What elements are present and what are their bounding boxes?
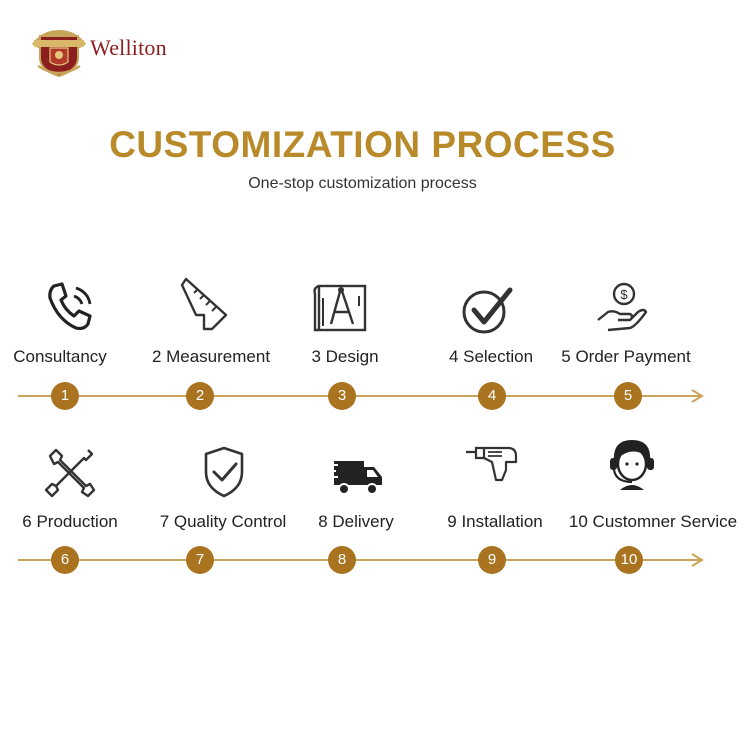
ruler-icon bbox=[176, 275, 236, 335]
step-label-7: 7 Quality Control bbox=[159, 512, 287, 531]
step-number-10: 10 bbox=[615, 546, 643, 574]
step-label-4: 4 Selection bbox=[448, 347, 534, 366]
step-label-9: 9 Installation bbox=[447, 512, 543, 531]
step-number-1: 1 bbox=[51, 382, 79, 410]
step-label-6: 6 Production bbox=[22, 512, 118, 531]
step-number-3: 3 bbox=[328, 382, 356, 410]
blueprint-icon bbox=[311, 278, 371, 338]
step-number-2: 2 bbox=[186, 382, 214, 410]
timeline-arrow-icon bbox=[691, 389, 704, 403]
drill-icon bbox=[462, 440, 522, 500]
timeline-line-1 bbox=[18, 395, 700, 397]
payment-icon: $ bbox=[592, 278, 652, 338]
phone-icon bbox=[40, 276, 100, 336]
step-label-1: Consultancy bbox=[13, 347, 107, 366]
step-label-10: 10 Customner Service bbox=[568, 512, 738, 531]
step-number-6: 6 bbox=[51, 546, 79, 574]
page-title: CUSTOMIZATION PROCESS bbox=[109, 124, 616, 165]
svg-text:$: $ bbox=[620, 287, 628, 302]
step-number-5: 5 bbox=[614, 382, 642, 410]
step-number-8: 8 bbox=[328, 546, 356, 574]
tools-icon bbox=[40, 442, 100, 502]
step-label-2: 2 Measurement bbox=[151, 347, 271, 366]
timeline-arrow-icon bbox=[691, 553, 704, 567]
brand-logo bbox=[28, 22, 188, 78]
brand-name: Welliton bbox=[90, 35, 167, 60]
step-number-9: 9 bbox=[478, 546, 506, 574]
truck-icon bbox=[326, 445, 386, 505]
step-number-7: 7 bbox=[186, 546, 214, 574]
page-subtitle: One-stop customization process bbox=[248, 175, 477, 192]
step-label-3: 3 Design bbox=[311, 347, 379, 366]
crest-icon bbox=[32, 30, 86, 78]
checkmark-icon bbox=[458, 280, 518, 340]
headset-icon bbox=[602, 434, 662, 494]
step-label-5: 5 Order Payment bbox=[561, 347, 691, 366]
step-label-8: 8 Delivery bbox=[318, 512, 394, 531]
shield-check-icon bbox=[194, 442, 254, 502]
timeline-line-2 bbox=[18, 559, 700, 561]
step-number-4: 4 bbox=[478, 382, 506, 410]
